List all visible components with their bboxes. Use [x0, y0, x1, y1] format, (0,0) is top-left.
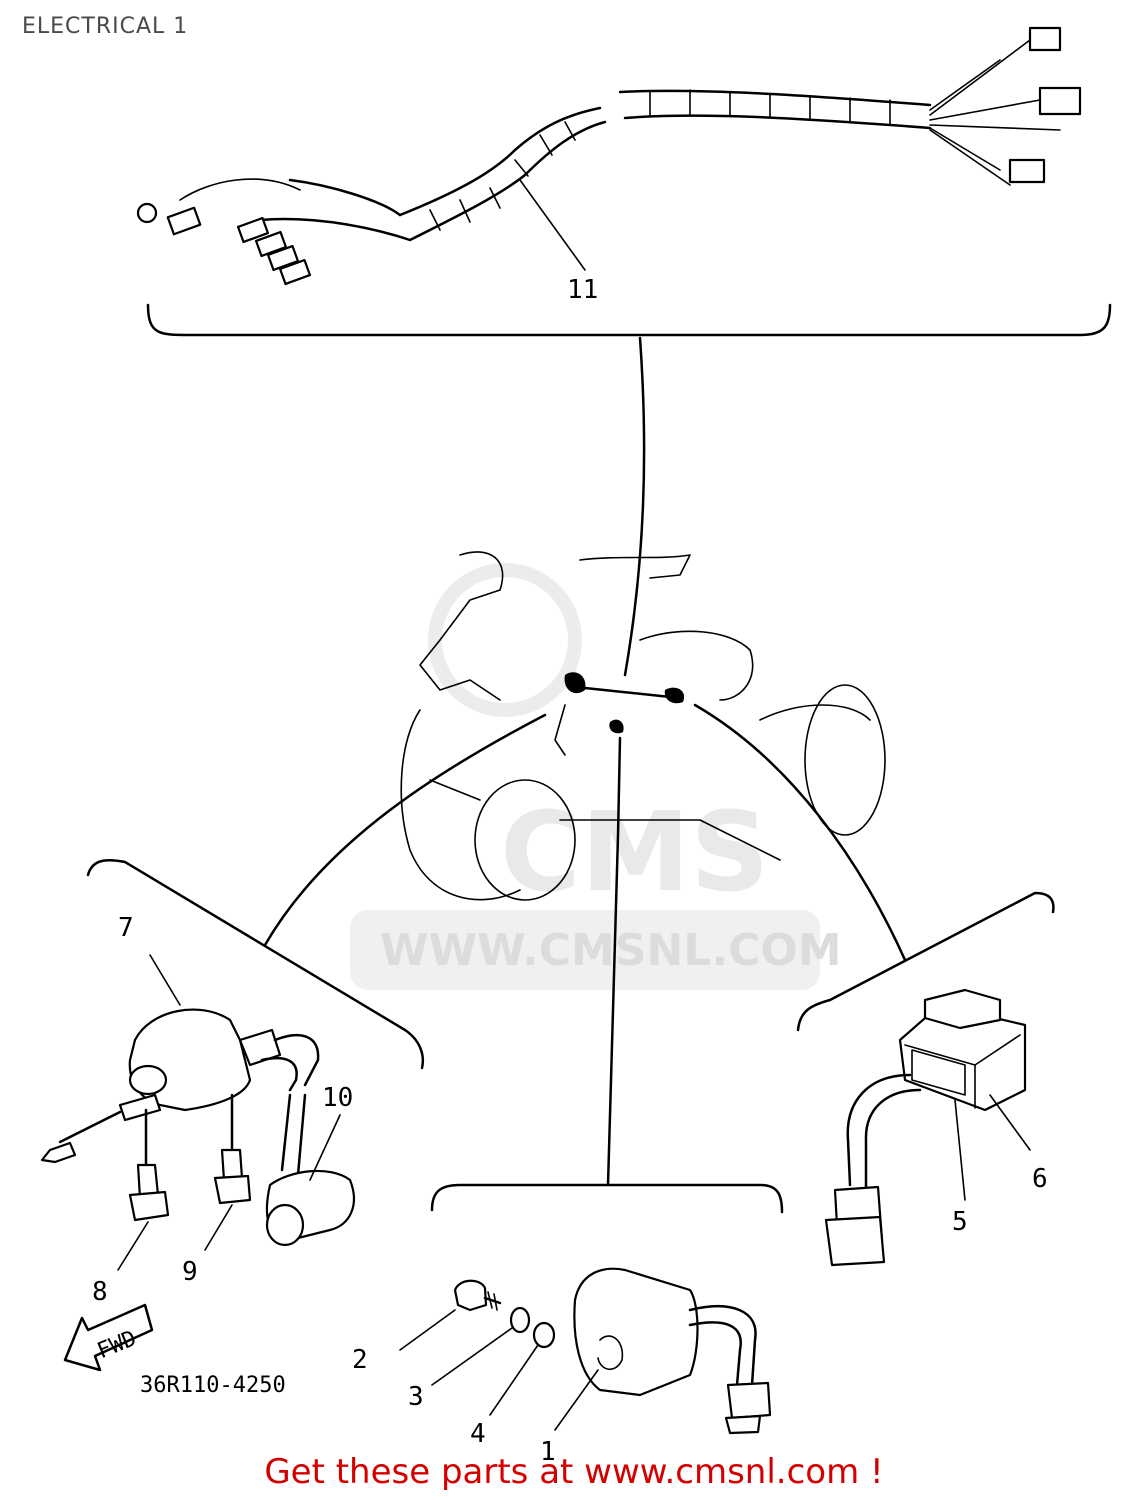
watermark-url: WWW.CMSNL.COM: [380, 925, 842, 976]
callout-5: 5: [952, 1207, 968, 1237]
fwd-arrow: FWD: [63, 1303, 154, 1372]
cdi-unit-group: 2 3 4 1: [352, 1267, 772, 1467]
fwd-label: FWD: [94, 1326, 140, 1364]
callout-9: 9: [182, 1257, 198, 1287]
page-title: ELECTRICAL 1: [22, 14, 189, 39]
callout-3: 3: [408, 1382, 424, 1412]
relay-group: 5 6: [824, 988, 1048, 1267]
footer-link[interactable]: Get these parts at www.cmsnl.com !: [264, 1452, 884, 1492]
watermark: CMS WWW.CMSNL.COM: [350, 563, 842, 990]
callout-6: 6: [1032, 1164, 1048, 1194]
atv-outline: [400, 551, 886, 901]
callout-1: 1: [540, 1437, 556, 1467]
diagram-code: 36R110-4250: [140, 1373, 286, 1398]
callout-10: 10: [322, 1083, 353, 1113]
ignition-coil-group: 10 7 8 9: [40, 913, 355, 1307]
callout-2: 2: [352, 1345, 368, 1375]
callout-11: 11: [567, 275, 598, 305]
wire-harness: 11: [136, 26, 1112, 337]
callout-8: 8: [92, 1277, 108, 1307]
callout-4: 4: [470, 1419, 486, 1449]
callout-7: 7: [118, 913, 134, 943]
